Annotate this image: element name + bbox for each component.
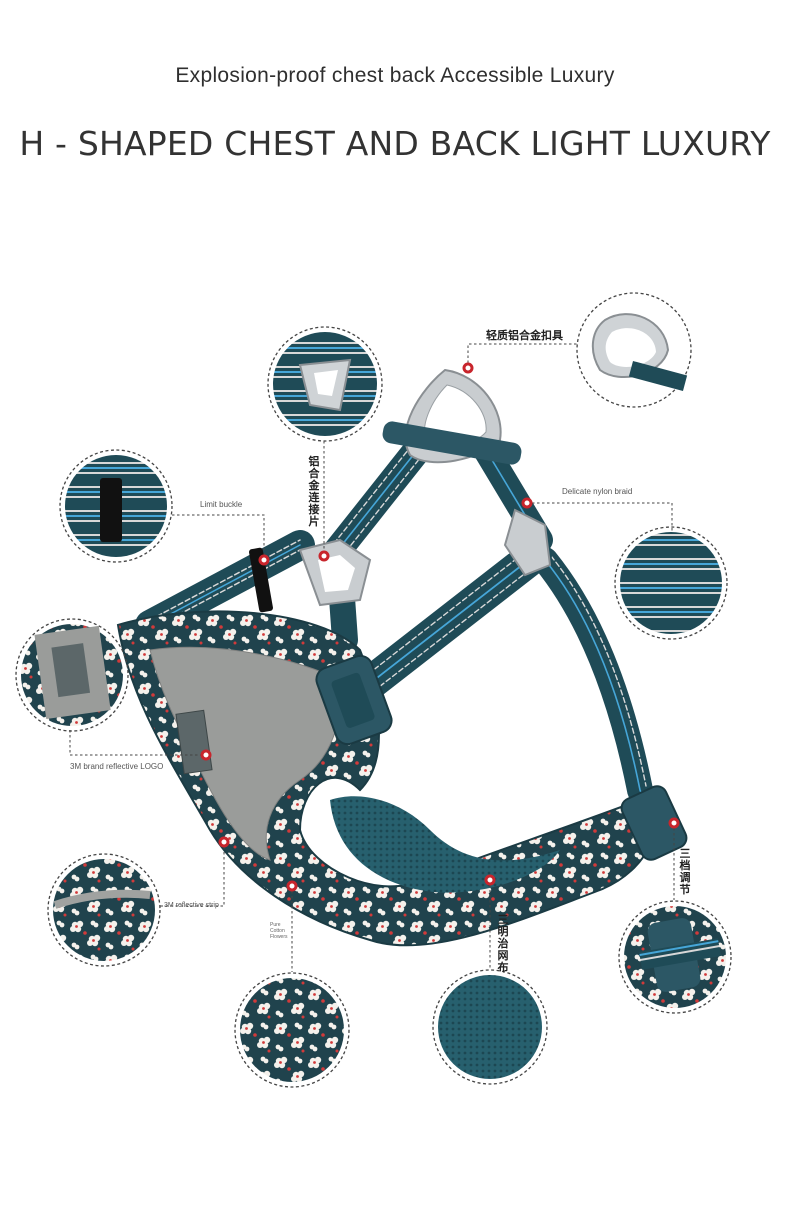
reflective-logo-label: 3M brand reflective LOGO bbox=[70, 762, 164, 771]
reflective-strip-label: 3M reflective strip bbox=[164, 902, 219, 909]
sandwich-mesh-label: 三明治网布 bbox=[497, 914, 509, 974]
pure-cotton-label: Pure Cotton Flowers bbox=[270, 922, 288, 940]
leader-lines bbox=[69, 343, 675, 972]
three-gear-label: 三档调节 bbox=[679, 848, 691, 896]
aluminum-buckle-label: 轻质铝合金扣具 bbox=[486, 330, 563, 342]
page-subtitle: Explosion-proof chest back Accessible Lu… bbox=[175, 64, 615, 87]
alloy-connector-label: 铝合金连接片 bbox=[308, 456, 320, 528]
harness-body-panel bbox=[116, 610, 656, 947]
harness-hardware bbox=[249, 368, 688, 861]
detail-circles bbox=[15, 292, 732, 1088]
nylon-braid-label: Delicate nylon braid bbox=[562, 487, 633, 496]
detail-contents bbox=[21, 298, 726, 1082]
red-dot-markers bbox=[200, 362, 680, 892]
limit-buckle-label: Limit buckle bbox=[200, 500, 243, 509]
page-title: H - SHAPED CHEST AND BACK LIGHT LUXURY bbox=[19, 124, 771, 163]
